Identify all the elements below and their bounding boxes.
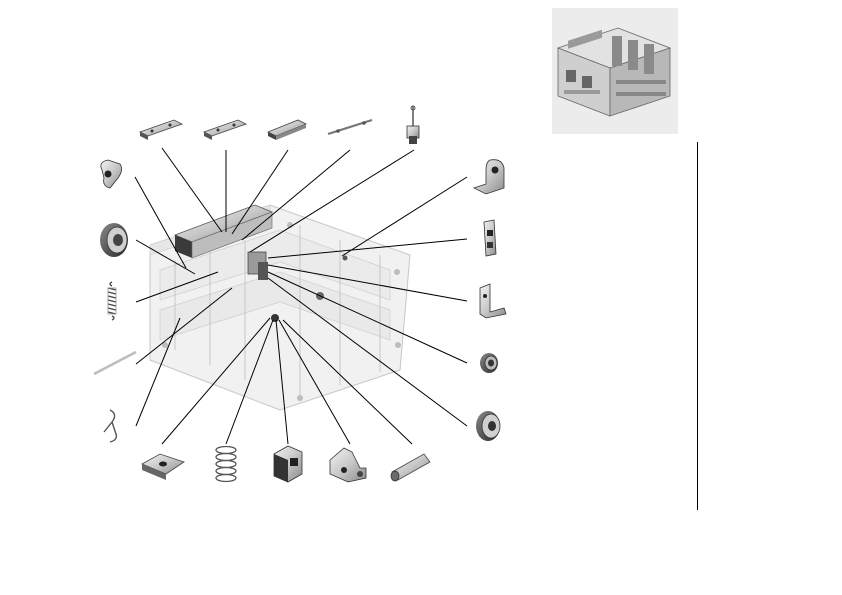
latch-block-icon <box>273 445 303 483</box>
switch-plate-icon <box>483 219 497 257</box>
channel-bracket-icon <box>267 119 307 140</box>
bushing-icon <box>480 353 498 373</box>
rod-icon <box>93 350 137 376</box>
hook-bracket-icon <box>479 283 507 319</box>
compression-spring-icon <box>215 445 237 483</box>
micro-switch-icon <box>406 105 420 144</box>
pulley-wheel-icon <box>476 411 501 441</box>
assembly-top-bar <box>173 204 348 322</box>
leader-lines <box>134 147 468 445</box>
flat-bracket-icon <box>138 119 184 140</box>
tension-spring-icon <box>107 281 117 321</box>
flat-bracket-icon <box>202 119 248 140</box>
hairpin-clip-icon <box>103 409 118 443</box>
breaker-assembly-thumbnail-icon <box>556 27 672 117</box>
clevis-latch-icon <box>329 447 367 483</box>
roller-wheel-icon <box>100 223 128 257</box>
cylinder-pin-icon <box>390 453 431 482</box>
breaker-assembly-thumbnail <box>552 8 678 134</box>
angle-bracket-icon <box>472 159 505 195</box>
thin-shaft-icon <box>327 118 373 136</box>
cam-lever-icon <box>100 159 122 189</box>
slotted-washer-icon <box>141 453 185 480</box>
divider-line <box>697 142 698 510</box>
